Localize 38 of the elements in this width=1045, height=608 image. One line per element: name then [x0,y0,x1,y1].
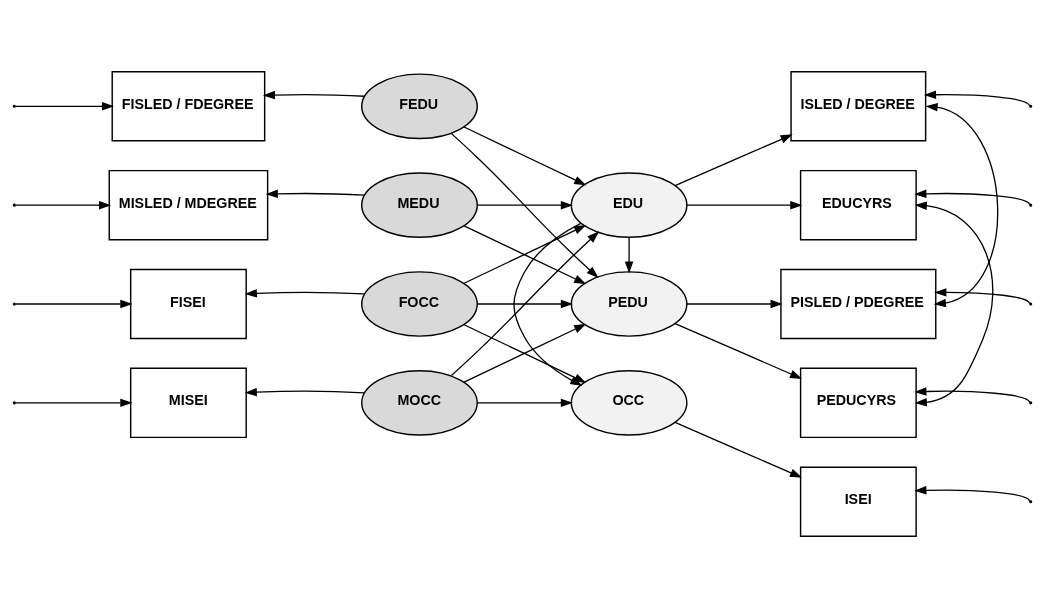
arrow [450,231,600,377]
node-ellipse: MOCC [361,369,478,436]
node-box: ISLED / DEGREE [790,71,927,142]
node-ellipse: FEDU [361,73,478,140]
arrow [244,289,365,298]
arrow [265,189,365,199]
arrow [463,126,587,186]
arrow [686,200,803,210]
arrow [450,132,599,278]
node-ellipse: FOCC [361,271,478,337]
arrow [925,102,999,308]
node-box: FISLED / FDEGREE [111,71,266,142]
arrow [914,201,994,407]
node-box: MISEI [129,367,247,439]
arrow [934,288,1031,305]
arrow [914,486,1031,502]
arrow [262,90,366,100]
node-box: PEDUCYRS [799,367,917,439]
arrow [686,299,783,309]
arrow [14,102,115,111]
arrow [674,322,803,379]
arrow [476,398,573,408]
arrow [914,387,1031,404]
arrow [513,222,583,386]
node-box: PISLED / PDEGREE [780,268,937,340]
node-box: EDUCYRS [799,169,917,241]
arrow [476,200,573,210]
arrow [914,189,1031,206]
arrow [674,134,793,187]
arrow [923,90,1031,107]
arrow [674,421,803,478]
arrow [624,236,634,274]
arrow [244,387,365,397]
node-ellipse: MEDU [361,172,478,239]
node-box: ISEI [799,466,917,537]
arrow [476,299,573,309]
node-box: MISLED / MDEGREE [108,169,269,241]
node-box: FISEI [129,268,247,340]
